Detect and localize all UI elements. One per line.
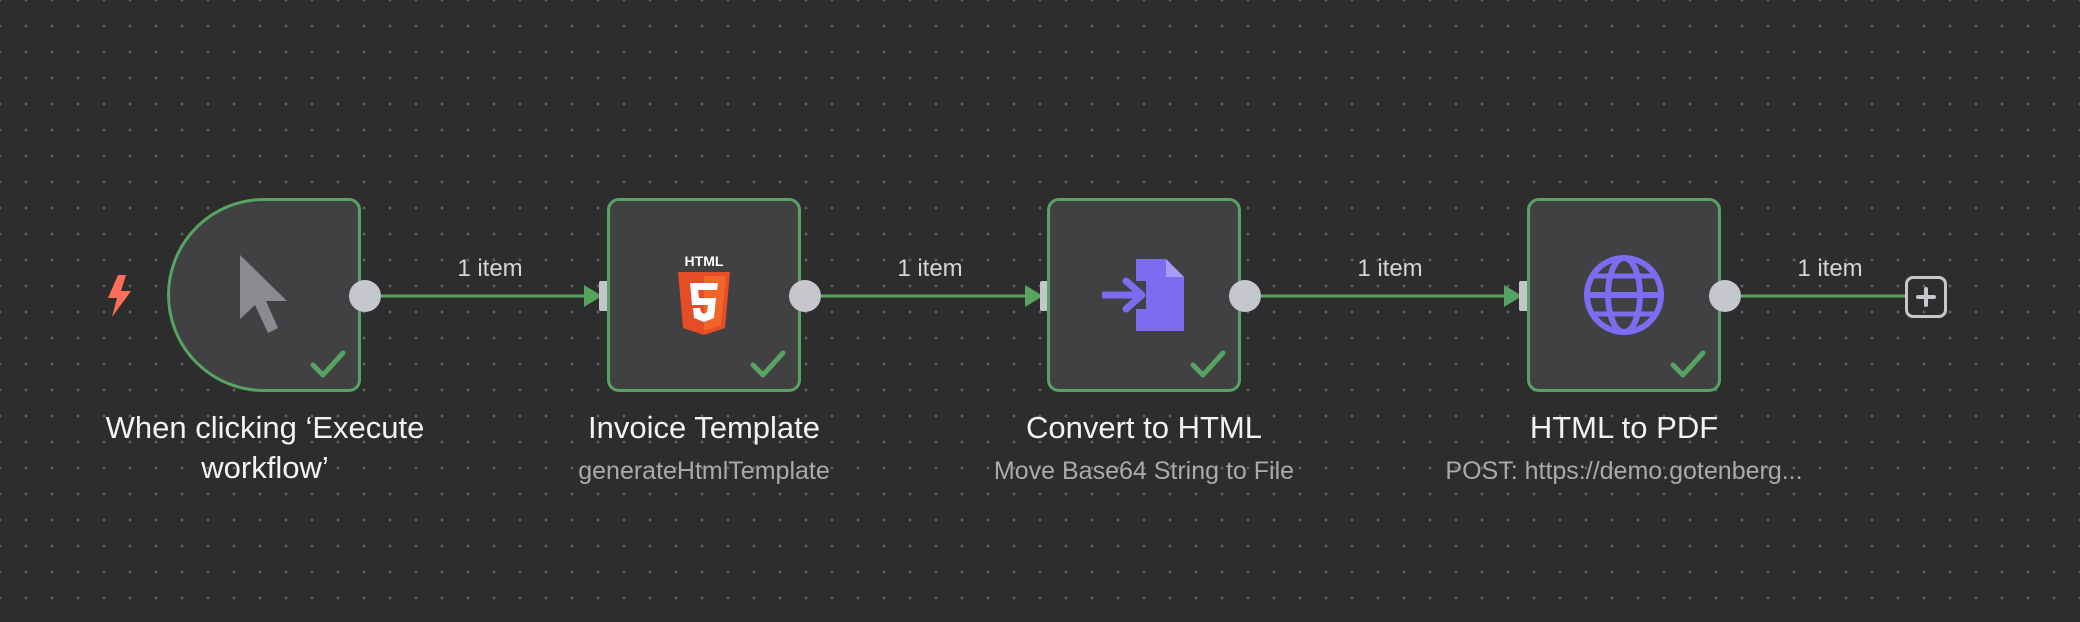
file-import-icon <box>1102 257 1186 333</box>
success-check-icon <box>1670 350 1706 378</box>
globe-icon <box>1583 254 1665 336</box>
cursor-pointer-icon <box>236 253 292 337</box>
connection-item-count: 1 item <box>1797 255 1863 282</box>
node-title: When clicking ‘Execute workflow’ <box>105 410 425 485</box>
bolt-icon <box>108 275 131 317</box>
arrowhead-icon <box>584 285 602 307</box>
output-handle[interactable] <box>1709 280 1741 312</box>
add-node-button[interactable] <box>1905 276 1947 318</box>
success-check-icon <box>750 350 786 378</box>
output-handle[interactable] <box>1229 280 1261 312</box>
node-title: Convert to HTML <box>1025 410 1262 445</box>
node-subtitle: generateHtmlTemplate <box>578 457 830 485</box>
connection-item-count: 1 item <box>897 255 963 282</box>
output-handle[interactable] <box>789 280 821 312</box>
success-check-icon <box>310 350 346 378</box>
connection-item-count: 1 item <box>457 255 523 282</box>
node-title: HTML to PDF <box>1529 410 1719 445</box>
node-subtitle: Move Base64 String to File <box>993 457 1295 485</box>
node-html-to-pdf[interactable] <box>1527 198 1721 392</box>
node-convert-to-html[interactable] <box>1047 198 1241 392</box>
arrowhead-icon <box>1025 285 1043 307</box>
node-title: Invoice Template <box>587 410 821 445</box>
success-check-icon <box>1190 350 1226 378</box>
connection-item-count: 1 item <box>1357 255 1423 282</box>
output-handle[interactable] <box>349 280 381 312</box>
arrowhead-icon <box>1504 285 1522 307</box>
html5-icon-text: HTML <box>685 253 724 269</box>
node-manual-trigger[interactable] <box>167 198 361 392</box>
html5-icon: HTML <box>674 252 734 338</box>
node-subtitle: POST: https://demo.gotenberg... <box>1445 457 1803 485</box>
node-invoice-template[interactable]: HTML <box>607 198 801 392</box>
